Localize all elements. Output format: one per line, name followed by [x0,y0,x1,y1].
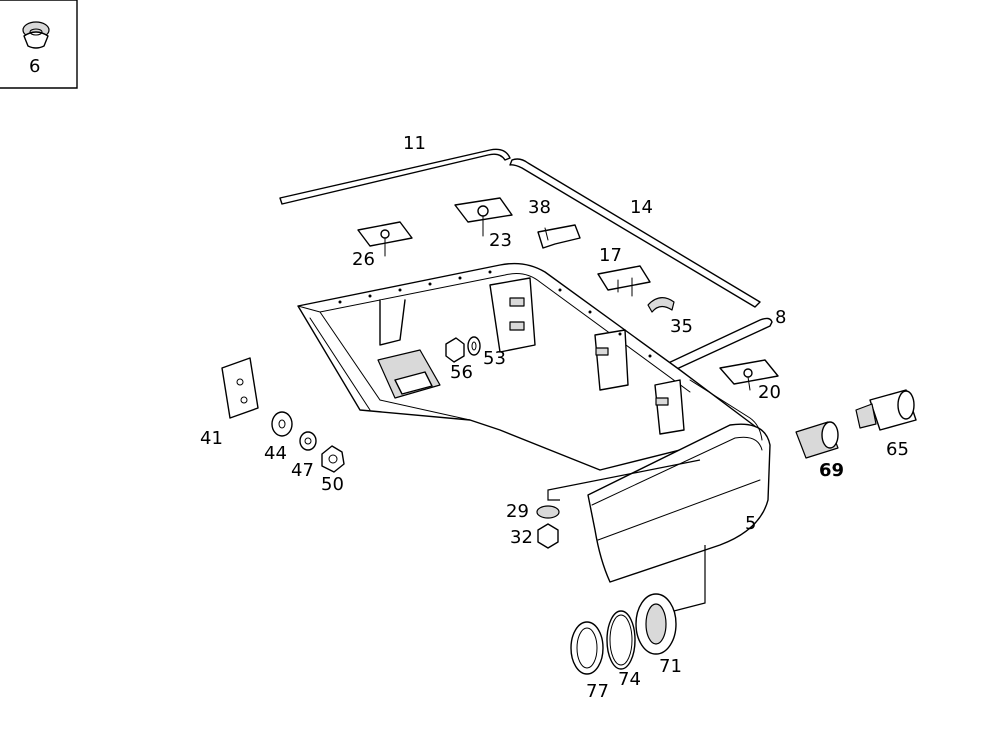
callout-5: 5 [745,513,756,534]
nut-56 [445,337,465,363]
nut-50 [321,445,345,473]
callout-50: 50 [321,474,344,495]
callout-17: 17 [599,245,622,266]
sensor-housing-69 [795,421,839,459]
bracket-41 [221,357,259,419]
callout-11: 11 [403,133,426,154]
leader-5 [669,545,706,613]
callout-56: 56 [450,362,473,383]
callout-74: 74 [618,669,641,690]
callout-23: 23 [489,230,512,251]
grommet-icon [22,21,50,49]
callout-69: 69 [819,460,844,481]
ring-74 [606,610,636,670]
callout-20: 20 [758,382,781,403]
clip-26 [357,221,413,257]
callout-65: 65 [886,439,909,460]
washer-53 [467,336,481,356]
sensor-65 [855,389,917,431]
washer-29 [536,505,560,519]
callout-26: 26 [352,249,375,270]
clip-17 [597,265,651,297]
inset-part-label: 6 [29,56,40,77]
callout-8: 8 [775,307,786,328]
clip-38 [537,224,581,249]
callout-35: 35 [670,316,693,337]
callout-77: 77 [586,681,609,702]
bumper-cover-5 [587,379,771,583]
bumper-carrier [297,262,761,471]
callout-38: 38 [528,197,551,218]
trim-strip-14 [509,158,761,308]
callout-53: 53 [483,348,506,369]
clip-20 [719,359,779,391]
washer-47 [299,431,317,451]
callout-71: 71 [659,656,682,677]
ring-71 [635,593,677,655]
clip-23 [454,197,513,237]
callout-44: 44 [264,443,287,464]
ring-77 [570,621,604,675]
callout-14: 14 [630,197,653,218]
trim-strip-11 [279,148,511,205]
washer-44 [271,411,293,437]
callout-47: 47 [291,460,314,481]
inset-box: 6 [0,0,78,89]
callout-41: 41 [200,428,223,449]
callout-32: 32 [510,527,533,548]
callout-29: 29 [506,501,529,522]
clip-35 [647,297,675,313]
leader-29 [547,459,701,501]
nut-32 [537,523,559,549]
